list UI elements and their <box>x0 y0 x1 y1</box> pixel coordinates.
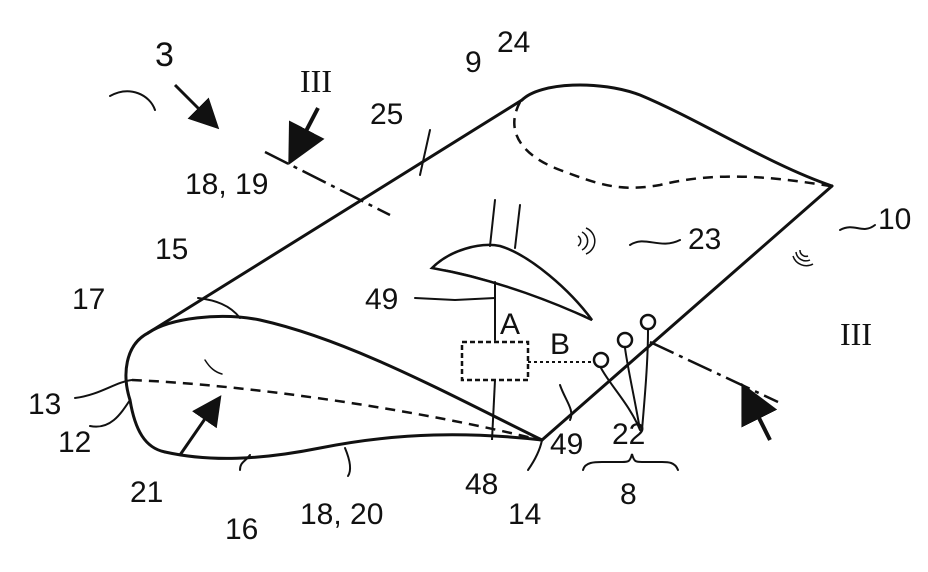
noise-icon-10 <box>793 250 813 266</box>
label-49-top: 49 <box>365 285 398 315</box>
sensor-22-b <box>618 333 632 347</box>
arrow-21 <box>180 400 218 455</box>
wing-tip <box>522 85 832 186</box>
label-18-19: 18, 19 <box>185 170 268 200</box>
label-24: 24 <box>497 28 530 58</box>
label-16: 16 <box>225 515 258 545</box>
label-48: 48 <box>465 470 498 500</box>
view-arrow-3 <box>175 85 215 125</box>
noise-icon-23 <box>578 228 595 254</box>
upper-surface <box>148 316 542 440</box>
lower-surface <box>165 435 542 459</box>
label-23: 23 <box>688 225 721 255</box>
sensor-22-a <box>594 353 608 367</box>
label-10: 10 <box>878 205 911 235</box>
label-14: 14 <box>508 500 541 530</box>
label-21: 21 <box>130 478 163 508</box>
label-13: 13 <box>28 390 61 420</box>
label-B: B <box>550 330 570 360</box>
label-22: 22 <box>612 420 645 450</box>
leading-edge-nose <box>126 333 165 452</box>
section-line-left <box>265 152 390 215</box>
section-arrow-left <box>292 108 318 158</box>
label-section-right: III <box>840 318 872 350</box>
tip-chord-dashed <box>514 102 830 188</box>
label-15: 15 <box>155 235 188 265</box>
label-25: 25 <box>370 100 403 130</box>
label-3: 3 <box>155 38 174 72</box>
label-49-bottom: 49 <box>550 430 583 460</box>
label-A: A <box>500 310 520 340</box>
sensor-22-c <box>641 315 655 329</box>
section-line-right <box>650 342 778 402</box>
control-unit-box-48 <box>462 342 528 380</box>
label-9: 9 <box>465 48 482 78</box>
label-12: 12 <box>58 428 91 458</box>
label-section-left: III <box>300 65 332 97</box>
brace-8 <box>583 454 678 470</box>
label-18-20: 18, 20 <box>300 500 383 530</box>
label-8: 8 <box>620 480 637 510</box>
label-17: 17 <box>72 285 105 315</box>
